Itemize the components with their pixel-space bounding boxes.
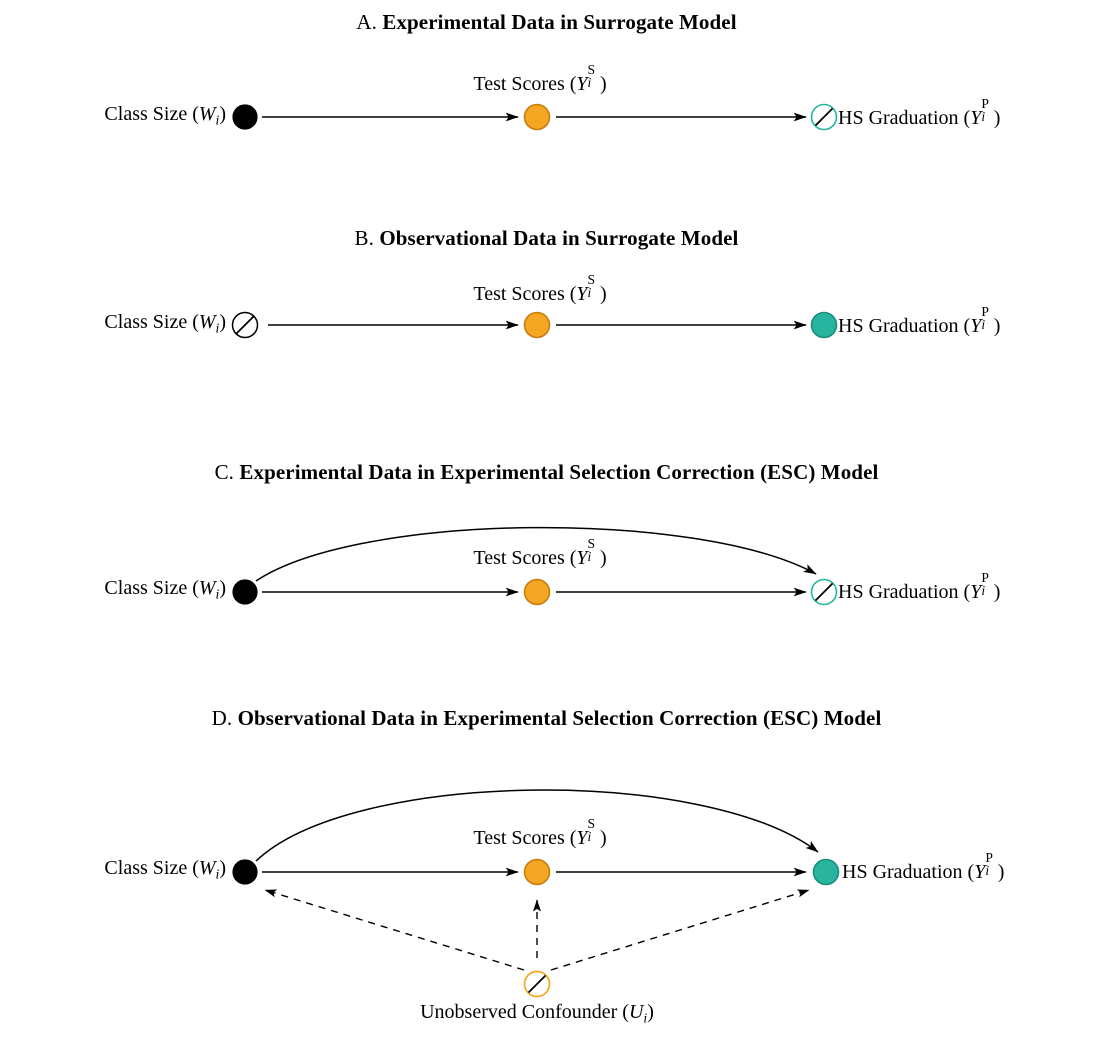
panel-d-confounder-label: Unobserved Confounder (Ui) xyxy=(420,1001,654,1026)
panel-c-title-text: Experimental Data in Experimental Select… xyxy=(239,460,879,484)
panel-c-node-surrogate xyxy=(523,578,551,606)
panel-c-node-treatment xyxy=(232,579,258,605)
panel-b-node-treatment xyxy=(231,311,259,339)
panel-c-edge-treatment-primary-curved xyxy=(255,526,817,582)
panel-b-node-primary xyxy=(810,311,838,339)
panel-a-node-primary-slash-icon xyxy=(814,107,834,127)
panel-b-treatment-label: Class Size (Wi) xyxy=(104,311,226,336)
panel-d-node-treatment xyxy=(232,859,258,885)
panel-a-node-treatment xyxy=(232,104,258,130)
panel-d-edge-confounder-primary-dashed xyxy=(550,889,810,971)
panel-c-node-primary xyxy=(810,578,838,606)
panel-c-node-primary-slash-icon xyxy=(814,582,834,602)
panel-c-treatment-label: Class Size (Wi) xyxy=(104,577,226,602)
panel-b-node-surrogate xyxy=(523,311,551,339)
panel-d-treatment-label: Class Size (Wi) xyxy=(104,857,226,882)
panel-c-title: C. Experimental Data in Experimental Sel… xyxy=(0,460,1093,485)
panel-b-sequence: B. xyxy=(354,226,374,250)
panel-d-title: D. Observational Data in Experimental Se… xyxy=(0,706,1093,731)
panel-d-edge-treatment-primary-curved xyxy=(255,789,819,862)
panel-d-node-confounder-slash-icon xyxy=(527,974,547,994)
panel-b-title: B. Observational Data in Surrogate Model xyxy=(0,226,1093,251)
panel-d-sequence: D. xyxy=(211,706,233,730)
panel-a-node-surrogate xyxy=(523,103,551,131)
panel-d-node-confounder xyxy=(523,970,551,998)
panel-b-node-treatment-slash-icon xyxy=(235,315,255,335)
panel-a-title-text: Experimental Data in Surrogate Model xyxy=(382,10,737,34)
panel-a-title: A. Experimental Data in Surrogate Model xyxy=(0,10,1093,35)
panel-a-sequence: A. xyxy=(356,10,377,34)
panel-a-treatment-label: Class Size (Wi) xyxy=(104,103,226,128)
panel-b-title-text: Observational Data in Surrogate Model xyxy=(379,226,739,250)
panel-d-node-surrogate xyxy=(523,858,551,886)
panel-d-title-text: Observational Data in Experimental Selec… xyxy=(237,706,882,730)
panel-a-node-primary xyxy=(810,103,838,131)
panel-c-sequence: C. xyxy=(214,460,235,484)
panel-d-node-primary xyxy=(812,858,840,886)
panel-d-edge-confounder-treatment-dashed xyxy=(264,889,525,971)
